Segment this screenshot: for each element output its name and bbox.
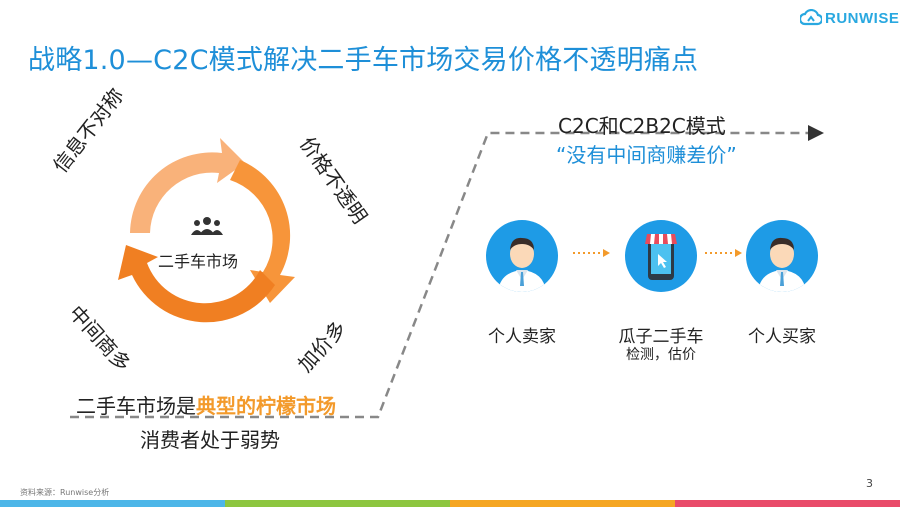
cycle-center-label: 二手车市场 bbox=[158, 252, 239, 271]
phone-store-icon bbox=[625, 220, 697, 292]
cycle-arrow-bottom bbox=[118, 245, 275, 323]
logo-text: RUNWISE bbox=[825, 9, 900, 27]
seller-person-icon bbox=[486, 220, 558, 292]
lemon-highlight: 典型的柠檬市场 bbox=[196, 394, 336, 418]
dotted-arrow-2 bbox=[705, 249, 742, 257]
cycle-arrow-top bbox=[130, 138, 245, 233]
consumer-weak-statement: 消费者处于弱势 bbox=[140, 428, 280, 452]
lemon-prefix: 二手车市场是 bbox=[76, 394, 196, 418]
model-slogan: “没有中间商赚差价” bbox=[556, 143, 737, 167]
cycle-arrow-right bbox=[230, 160, 295, 303]
cloud-logo-icon bbox=[800, 9, 822, 26]
page-number: 3 bbox=[866, 477, 873, 490]
page-title: 战略1.0—C2C模式解决二手车市场交易价格不透明痛点 bbox=[28, 45, 699, 76]
bar-segment-green bbox=[225, 500, 450, 507]
buyer-person-icon bbox=[746, 220, 818, 292]
brand-logo: RUNWISE bbox=[800, 8, 899, 28]
model-title: C2C和C2B2C模式 bbox=[558, 114, 726, 138]
platform-sublabel: 检测，估价 bbox=[626, 347, 696, 363]
bar-segment-blue bbox=[0, 500, 225, 507]
platform-label: 瓜子二手车 bbox=[618, 327, 704, 347]
vicious-cycle-diagram bbox=[118, 138, 295, 323]
buyer-label: 个人买家 bbox=[748, 327, 816, 347]
source-note: 资料来源：Runwise分析 bbox=[20, 488, 110, 497]
people-icon bbox=[191, 217, 223, 235]
bar-segment-orange bbox=[450, 500, 675, 507]
lemon-market-statement: 二手车市场是典型的柠檬市场 bbox=[76, 390, 336, 419]
bar-segment-pink bbox=[675, 500, 900, 507]
bottom-color-bar bbox=[0, 500, 900, 507]
seller-label: 个人卖家 bbox=[488, 327, 556, 347]
dotted-arrow-1 bbox=[573, 249, 610, 257]
